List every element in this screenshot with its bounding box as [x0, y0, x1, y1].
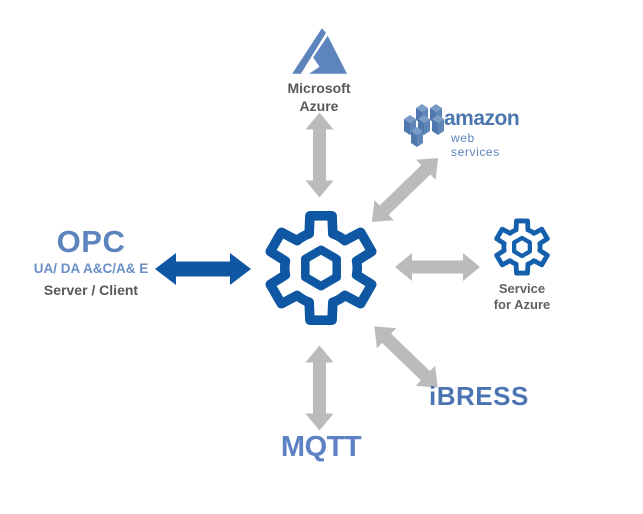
aws-logo-group: amazon web services	[404, 101, 526, 159]
service-azure-label: Service for Azure	[478, 281, 566, 313]
arrow-center-ibress	[374, 326, 438, 388]
azure-label-line2: Azure	[299, 98, 339, 114]
service-azure-label-line1: Service	[498, 281, 546, 296]
central-gear-icon	[265, 211, 377, 325]
arrow-center-aws	[371, 158, 439, 222]
opc-roles: Server / Client	[43, 282, 139, 298]
aws-cubes-icon	[404, 104, 444, 147]
arrow-center-azure	[305, 112, 334, 198]
ibress-label: iBRESS	[429, 381, 529, 411]
opc-protocols: UA/ DA A&C/A& E	[33, 261, 149, 276]
arrow-center-mqtt	[305, 345, 334, 431]
mqtt-label: MQTT	[280, 431, 362, 463]
azure-label-line1: Microsoft	[287, 80, 351, 96]
arrow-center-service	[395, 253, 480, 281]
azure-logo-icon	[292, 28, 347, 74]
aws-subtitle-text: web services	[451, 131, 500, 159]
opc-group: OPC UA/ DA A&C/A& E Server / Client	[16, 226, 166, 300]
service-gear-icon	[494, 218, 550, 276]
opc-title: OPC	[56, 224, 126, 259]
aws-brand-text: amazon	[444, 107, 520, 130]
service-azure-label-line2: for Azure	[493, 297, 551, 312]
arrow-opc-center	[155, 253, 251, 285]
azure-label: Microsoft Azure	[259, 79, 379, 115]
